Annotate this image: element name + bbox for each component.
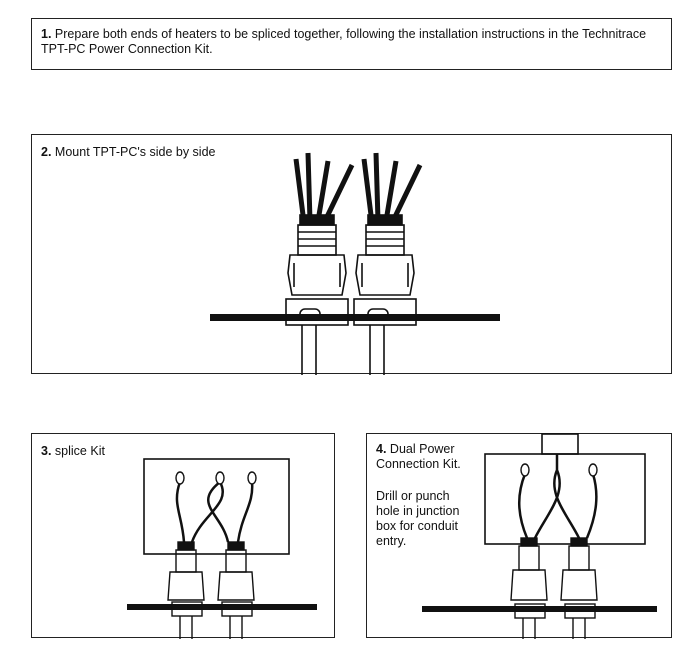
- splice-wires: [518, 454, 598, 539]
- step-2-illustration: [210, 152, 500, 375]
- step-3-illustration: [127, 458, 317, 639]
- step-4-text: 4. Dual Power Connection Kit.: [376, 442, 486, 472]
- connectors: [167, 541, 255, 639]
- junction-box: [143, 458, 290, 555]
- splice-wires: [175, 481, 254, 543]
- step-3-instruction: splice Kit: [54, 444, 105, 458]
- step-2-number: 2.: [41, 145, 52, 159]
- step-4-note: Drill or punch hole in junction box for …: [376, 489, 460, 548]
- connectors: [510, 537, 598, 639]
- conduit: [541, 433, 579, 455]
- step-1-instruction: Prepare both ends of heaters to be splic…: [41, 27, 647, 56]
- mounting-plate: [422, 606, 657, 612]
- step-2-text: 2. Mount TPT-PC's side by side: [41, 145, 215, 160]
- step-2-panel: 2. Mount TPT-PC's side by side: [31, 134, 672, 375]
- step-4-instruction: Dual Power Connection Kit.: [376, 442, 461, 471]
- junction-box: [484, 453, 646, 545]
- step-4-illustration: [422, 433, 657, 639]
- step-1-number: 1.: [41, 27, 52, 41]
- step-1-text: 1. Prepare both ends of heaters to be sp…: [41, 27, 661, 57]
- wire-nuts: [520, 463, 598, 477]
- step-3-panel: 3. splice Kit: [31, 433, 335, 639]
- step-3-text: 3. splice Kit: [41, 444, 105, 459]
- step-3-number: 3.: [41, 444, 52, 458]
- left-connector: [285, 152, 355, 375]
- step-4-number: 4.: [376, 442, 387, 456]
- step-4-panel: 4. Dual Power Connection Kit. Drill or p…: [366, 433, 672, 639]
- step-2-instruction: Mount TPT-PC's side by side: [54, 145, 216, 159]
- wire-nuts: [175, 471, 257, 485]
- right-connector: [353, 152, 423, 375]
- mounting-plate: [210, 314, 500, 321]
- step-1-panel: 1. Prepare both ends of heaters to be sp…: [31, 18, 672, 70]
